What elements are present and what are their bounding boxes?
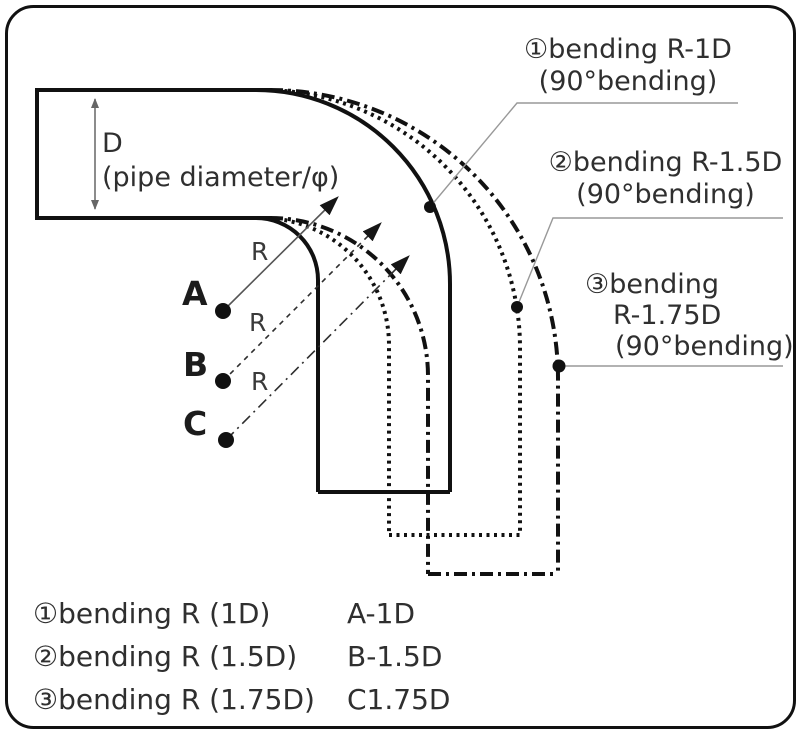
- callout-3-dot: [552, 359, 566, 373]
- callout-1-leader-line: [429, 102, 738, 208]
- legend-row-2: ②bending R (1.5D) B-1.5D: [33, 635, 450, 678]
- callout-3-bending-r175d: ③bending R-1.75D (90°bending): [585, 269, 800, 362]
- legend: ①bending R (1D) A-1D ②bending R (1.5D) B-1…: [33, 592, 450, 721]
- callout-2-bending-r15d: ②bending R-1.5D (90°bending): [538, 147, 793, 211]
- bend-center-dot-b: [215, 373, 231, 389]
- callout-1-subtitle: (90°bending): [538, 66, 718, 97]
- pipe-1-solid-outline: [255, 88, 452, 494]
- callout-1-dot: [424, 201, 436, 213]
- legend-row-1: ①bending R (1D) A-1D: [33, 592, 450, 635]
- callout-3-radius: R-1.75D: [613, 300, 722, 331]
- legend-row-1-code: A-1D: [347, 597, 416, 630]
- pipe-diameter-label: D (pipe diameter/φ): [102, 127, 339, 195]
- bend-center-dot-a: [215, 303, 231, 319]
- callout-1-title: ①bending R-1D: [524, 34, 732, 65]
- callout-2-dot: [511, 301, 523, 313]
- diagram-border: [5, 5, 796, 729]
- pipe-2-dotted-outline: [261, 88, 522, 537]
- radius-label-a: R: [251, 237, 269, 266]
- bend-center-label-c: C: [183, 404, 208, 443]
- radius-arrow-b: [222, 222, 382, 382]
- legend-row-3-code: C1.75D: [347, 683, 451, 716]
- bend-center-dot-c: [218, 432, 234, 448]
- pipe-straight-segment: [35, 88, 272, 220]
- radius-label-b: R: [249, 308, 267, 337]
- bend-center-label-b: B: [183, 345, 209, 384]
- callout-1-bending-r1d: ①bending R-1D (90°bending): [498, 34, 758, 98]
- bend-center-label-a: A: [182, 274, 208, 313]
- callout-3-subtitle: (90°bending): [615, 331, 794, 362]
- pipe-3-dashdot-outline: [269, 88, 560, 576]
- legend-row-3-name: ③bending R (1.75D): [33, 683, 315, 716]
- radius-arrow-a: [222, 196, 339, 312]
- pipe-diameter-label-line1: D: [102, 128, 123, 159]
- legend-row-1-name: ①bending R (1D): [33, 597, 271, 630]
- callout-3-title: ③bending: [585, 269, 719, 300]
- legend-row-3: ③bending R (1.75D) C1.75D: [33, 678, 450, 721]
- radius-arrow-c: [225, 255, 410, 441]
- callout-2-title: ②bending R-1.5D: [548, 147, 783, 178]
- pipe-diameter-label-line2: (pipe diameter/φ): [102, 162, 340, 193]
- callout-2-leader-line: [516, 217, 783, 308]
- legend-row-2-code: B-1.5D: [347, 640, 443, 673]
- radius-label-c: R: [251, 367, 269, 396]
- callout-2-subtitle: (90°bending): [576, 179, 755, 210]
- legend-row-2-name: ②bending R (1.5D): [33, 640, 298, 673]
